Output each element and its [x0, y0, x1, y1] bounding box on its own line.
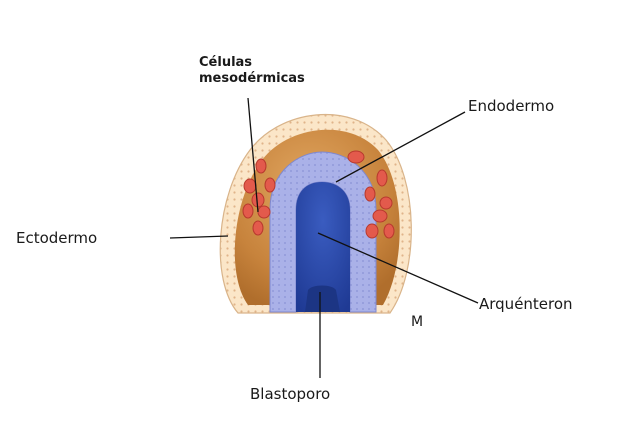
blastopore-opening: [305, 285, 340, 312]
leader-line-ectodermo: [169, 235, 229, 239]
leader-line-arquenteron: [317, 232, 479, 304]
mesodermal-cell: [379, 196, 393, 210]
mesodermal-cell: [372, 209, 388, 223]
mesodermal-cell: [383, 223, 395, 239]
leader-line-endodermo: [335, 111, 466, 183]
mesodermal-cell: [243, 178, 257, 194]
label-endodermo: Endodermo: [468, 97, 555, 115]
label-celulas-mesodermicas: Células mesodérmicas: [199, 55, 305, 87]
mesodermal-cell: [365, 223, 379, 239]
leader-lines: [169, 97, 479, 378]
mesodermal-cell: [376, 169, 388, 187]
label-m: M: [411, 314, 424, 330]
mesodermal-cell: [264, 177, 276, 193]
mesodermal-cell: [252, 220, 264, 236]
mesodermal-cell: [242, 203, 254, 219]
mesodermal-cell: [364, 186, 376, 202]
label-ectodermo: Ectodermo: [16, 229, 98, 247]
label-blastoporo: Blastoporo: [250, 385, 331, 403]
archenteron-cavity: [296, 182, 350, 312]
mesodermal-cell: [347, 150, 365, 164]
mesodermal-cells: [242, 150, 395, 239]
label-celulas-line2: mesodérmicas: [199, 71, 305, 86]
mesodermal-cell: [255, 158, 267, 174]
label-celulas-line1: Células: [199, 55, 253, 70]
leader-line-celulas: [247, 97, 259, 213]
mesodermal-cell: [257, 205, 271, 219]
label-arquenteron: Arquénteron: [479, 295, 573, 313]
